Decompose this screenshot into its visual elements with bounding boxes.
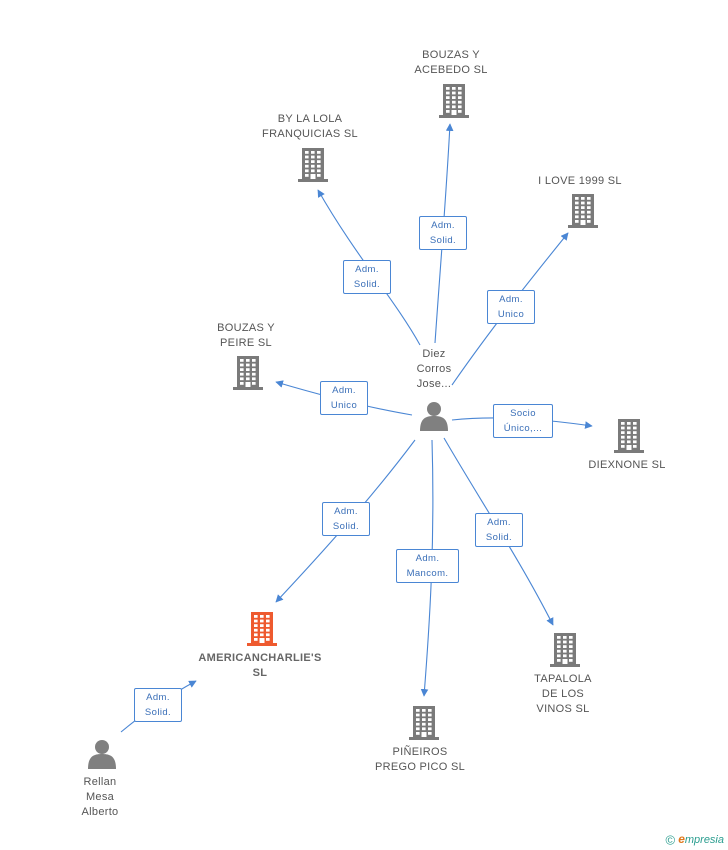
building-icon-bouzas-peire[interactable]: [233, 356, 263, 390]
node-label-tapalola[interactable]: TAPALOLA DE LOS VINOS SL: [534, 672, 592, 717]
node-label-line: PREGO PICO SL: [374, 761, 466, 773]
building-icon-americancharlies[interactable]: [247, 612, 277, 646]
node-label-diexnone[interactable]: DIEXNONE SL: [588, 458, 665, 473]
brand-logo-text: mpresia: [684, 834, 724, 846]
node-label-line: Corros: [416, 363, 452, 375]
building-icon-tapalola[interactable]: [550, 633, 580, 667]
relation-label-line: Adm.: [332, 385, 356, 396]
building-icon-by-la-lola[interactable]: [298, 148, 328, 182]
node-label-line: Mesa: [85, 791, 115, 803]
relation-label-line: Socio: [510, 408, 536, 419]
relation-label-to-bouzas-acebedo[interactable]: Adm. Solid.: [419, 216, 467, 250]
node-label-line: FRANQUICIAS SL: [262, 128, 358, 140]
node-label-pineiros[interactable]: PIÑEIROS PREGO PICO SL: [375, 745, 465, 775]
relation-label-line: Adm.: [487, 517, 511, 528]
node-label-line: AMERICANCHARLIE'S: [198, 652, 322, 664]
relation-label-to-i-love-1999[interactable]: Adm. Unico: [487, 290, 535, 324]
node-label-line: SL: [252, 667, 268, 679]
relation-label-line: Único,...: [503, 423, 543, 434]
node-label-line: PIÑEIROS: [392, 746, 448, 758]
node-label-bouzas-acebedo[interactable]: BOUZAS Y ACEBEDO SL: [414, 48, 487, 78]
relation-label-line: Solid.: [485, 532, 513, 543]
node-label-line: BOUZAS Y: [422, 49, 480, 61]
node-label-line: DE LOS: [541, 688, 585, 700]
relation-label-line: Solid.: [144, 707, 172, 718]
relation-label-line: Unico: [497, 309, 525, 320]
node-label-americancharlies[interactable]: AMERICANCHARLIE'S SL: [198, 651, 321, 681]
node-label-line: BOUZAS Y: [217, 322, 275, 334]
relation-label-line: Adm.: [499, 294, 523, 305]
copyright-symbol: ©: [665, 832, 676, 848]
building-icon-bouzas-acebedo[interactable]: [439, 84, 469, 118]
relation-label-line: Unico: [330, 400, 358, 411]
node-label-bouzas-peire[interactable]: BOUZAS Y PEIRE SL: [217, 321, 275, 351]
node-label-line: Jose...: [416, 378, 452, 390]
node-label-line: Rellan: [83, 776, 117, 788]
relation-label-line: Adm.: [431, 220, 455, 231]
building-icon-diexnone[interactable]: [614, 419, 644, 453]
node-label-line: TAPALOLA: [534, 673, 592, 685]
relation-label-line: Solid.: [332, 521, 360, 532]
relation-label-line: Adm.: [146, 692, 170, 703]
node-label-i-love-1999[interactable]: I LOVE 1999 SL: [538, 174, 622, 189]
relation-label-rellan-to-americancharlies[interactable]: Adm. Solid.: [134, 688, 182, 722]
building-icon-i-love-1999[interactable]: [568, 194, 598, 228]
brand-logo-initial: e: [678, 832, 685, 846]
relation-label-to-by-la-lola[interactable]: Adm. Solid.: [343, 260, 391, 294]
relation-label-to-americancharlies[interactable]: Adm. Solid.: [322, 502, 370, 536]
building-icon-pineiros[interactable]: [409, 706, 439, 740]
relation-label-to-bouzas-peire[interactable]: Adm. Unico: [320, 381, 368, 415]
node-label-line: Diez: [422, 348, 446, 360]
person-icon-rellan[interactable]: [88, 740, 116, 769]
node-label-line: VINOS SL: [536, 703, 590, 715]
relation-label-line: Mancom.: [406, 568, 449, 579]
relation-label-line: Solid.: [353, 279, 381, 290]
node-label-by-la-lola[interactable]: BY LA LOLA FRANQUICIAS SL: [262, 112, 358, 142]
node-label-line: I LOVE 1999 SL: [538, 175, 622, 187]
node-label-line: ACEBEDO SL: [414, 64, 488, 76]
relation-label-line: Adm.: [415, 553, 440, 564]
relation-label-line: Adm.: [334, 506, 358, 517]
brand-footer: © empresia: [666, 832, 724, 848]
relation-label-line: Adm.: [355, 264, 379, 275]
relation-label-line: Solid.: [429, 235, 457, 246]
node-label-line: PEIRE SL: [220, 337, 272, 349]
relation-label-to-tapalola[interactable]: Adm. Solid.: [475, 513, 523, 547]
node-label-line: DIEXNONE SL: [588, 459, 666, 471]
node-label-line: Alberto: [81, 806, 119, 818]
node-label-line: BY LA LOLA: [277, 113, 343, 125]
person-icon-diez-corros[interactable]: [420, 402, 448, 431]
relation-label-to-pineiros[interactable]: Adm. Mancom.: [396, 549, 459, 583]
